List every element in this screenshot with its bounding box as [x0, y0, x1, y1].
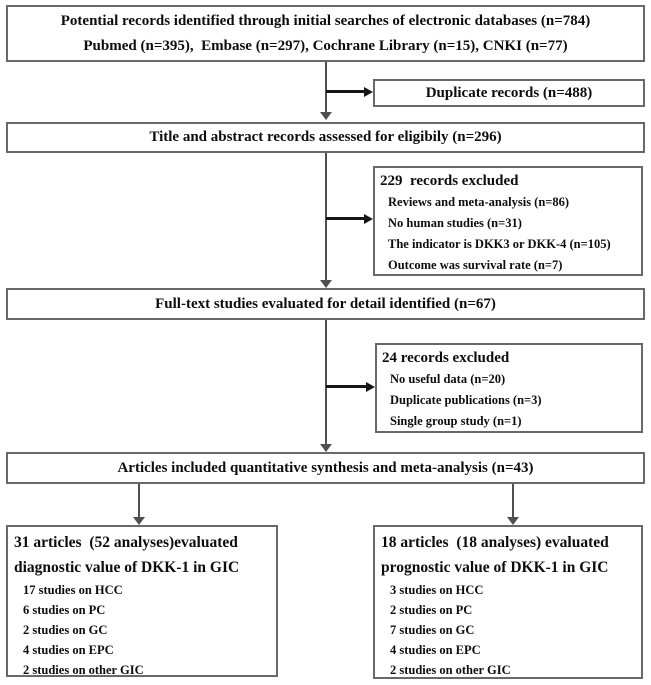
prognostic-item: 4 studies on EPC	[390, 643, 481, 657]
arrowhead-down-icon	[507, 517, 519, 525]
prognostic-heading-line-2: prognostic value of DKK-1 in GIC	[381, 559, 609, 576]
arrowhead-down-icon	[320, 280, 332, 288]
fulltext-box: Full-text studies evaluated for detail i…	[6, 288, 645, 320]
excluded-229-heading: 229 records excluded	[380, 173, 519, 189]
excluded-229-box: 229 records excluded Reviews and meta-an…	[373, 166, 643, 276]
excluded-24-item: No useful data (n=20)	[390, 372, 506, 386]
identification-box: Potential records identified through ini…	[6, 5, 645, 62]
diagnostic-item: 4 studies on EPC	[23, 643, 114, 657]
diagnostic-heading-line-1: 31 articles (52 analyses)evaluated	[14, 534, 238, 551]
prognostic-item: 2 studies on PC	[390, 603, 473, 617]
arrow-included-to-diagnostic	[138, 484, 140, 517]
included-label: Articles included quantitative synthesis…	[117, 459, 534, 476]
diagnostic-box: 31 articles (52 analyses)evaluated diagn…	[6, 525, 278, 677]
excluded-24-heading: 24 records excluded	[382, 350, 510, 366]
diagnostic-item: 17 studies on HCC	[23, 583, 123, 597]
excluded-229-item: Outcome was survival rate (n=7)	[388, 258, 563, 272]
prognostic-heading-line-1: 18 articles (18 analyses) evaluated	[381, 534, 609, 551]
diagnostic-heading-line-2: diagnostic value of DKK-1 in GIC	[14, 559, 240, 576]
arrow-screening-to-fulltext	[325, 153, 327, 280]
excluded-24-item: Duplicate publications (n=3)	[390, 393, 542, 407]
excluded-229-item: Reviews and meta-analysis (n=86)	[388, 195, 570, 209]
excluded-229-item: No human studies (n=31)	[388, 216, 522, 230]
fulltext-label: Full-text studies evaluated for detail i…	[155, 295, 496, 312]
arrow-included-to-prognostic	[512, 484, 514, 517]
diagnostic-item: 2 studies on other GIC	[23, 663, 144, 677]
prognostic-item: 7 studies on GC	[390, 623, 475, 637]
diagnostic-item: 6 studies on PC	[23, 603, 106, 617]
arrowhead-right-icon	[366, 382, 375, 392]
arrow-fulltext-to-included	[325, 320, 327, 444]
screening-label: Title and abstract records assessed for …	[149, 129, 502, 145]
screening-box: Title and abstract records assessed for …	[6, 122, 645, 153]
arrowhead-down-icon	[320, 444, 332, 452]
arrow-to-duplicates	[326, 90, 365, 93]
arrowhead-down-icon	[320, 112, 332, 120]
identification-line-2: Pubmed (n=395), Embase (n=297), Cochrane…	[83, 37, 568, 54]
arrow-to-excluded-229	[326, 217, 365, 220]
included-box: Articles included quantitative synthesis…	[6, 452, 645, 484]
prognostic-box: 18 articles (18 analyses) evaluated prog…	[373, 525, 643, 679]
duplicates-label: Duplicate records (n=488)	[425, 84, 593, 101]
identification-line-1: Potential records identified through ini…	[60, 12, 591, 29]
prognostic-item: 3 studies on HCC	[390, 583, 484, 597]
prognostic-item: 2 studies on other GIC	[390, 663, 511, 677]
excluded-24-item: Single group study (n=1)	[390, 414, 522, 428]
arrow-to-excluded-24	[326, 385, 367, 388]
arrowhead-down-icon	[133, 517, 145, 525]
duplicates-box: Duplicate records (n=488)	[373, 79, 645, 107]
arrowhead-right-icon	[364, 87, 373, 97]
diagnostic-item: 2 studies on GC	[23, 623, 108, 637]
excluded-229-item: The indicator is DKK3 or DKK-4 (n=105)	[388, 237, 611, 251]
arrow-identification-to-screening	[325, 62, 327, 112]
arrowhead-right-icon	[364, 214, 373, 224]
excluded-24-box: 24 records excluded No useful data (n=20…	[375, 343, 643, 433]
